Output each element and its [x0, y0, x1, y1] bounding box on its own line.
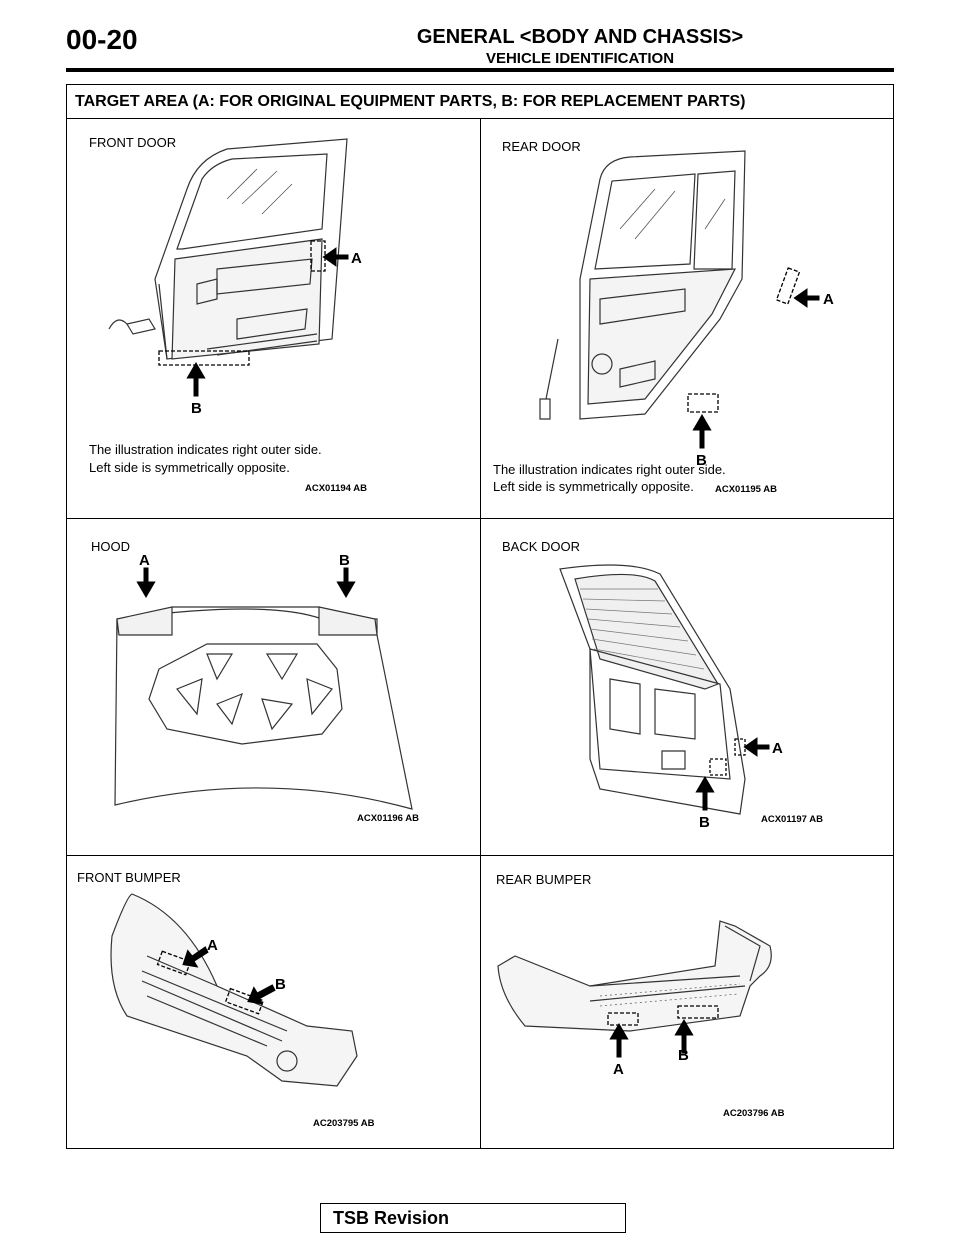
figure-code: AC203795 AB — [313, 1118, 375, 1129]
marker-b: B — [699, 814, 710, 831]
cell-front-bumper: FRONT BUMPER A B AC203795 AB — [67, 856, 480, 1149]
marker-b: B — [339, 552, 350, 569]
note-line-1: The illustration indicates right outer s… — [493, 462, 726, 477]
cell-label: REAR BUMPER — [496, 872, 592, 887]
section-title: GENERAL <BODY AND CHASSIS> — [416, 26, 744, 48]
marker-a: A — [772, 740, 783, 757]
target-area-table: TARGET AREA (A: FOR ORIGINAL EQUIPMENT P… — [66, 84, 894, 1149]
figure-code: ACX01196 AB — [357, 813, 419, 824]
cell-label: FRONT DOOR — [89, 135, 177, 150]
note-line-2: Left side is symmetrically opposite. — [89, 460, 290, 475]
table-heading: TARGET AREA (A: FOR ORIGINAL EQUIPMENT P… — [67, 85, 893, 119]
rear-bumper-illustration: A B — [497, 920, 772, 1078]
figure-code: AC203796 AB — [723, 1108, 785, 1119]
cell-front-door: FRONT DOOR A — [67, 119, 480, 518]
marker-a: A — [139, 552, 150, 569]
note-line-2: Left side is symmetrically opposite. — [493, 479, 694, 494]
cell-rear-door: REAR DOOR A B The i — [480, 119, 893, 518]
hood-illustration: A B — [114, 552, 413, 810]
cell-rear-bumper: REAR BUMPER A B AC203796 AB — [480, 856, 893, 1149]
back-door-illustration: A B — [559, 564, 783, 831]
cell-label: HOOD — [91, 539, 130, 554]
cell-label: FRONT BUMPER — [77, 870, 181, 885]
marker-a: A — [613, 1061, 624, 1078]
row-divider — [67, 855, 893, 856]
cell-label: REAR DOOR — [502, 139, 581, 154]
marker-b: B — [678, 1047, 689, 1064]
figure-code: ACX01195 AB — [715, 484, 777, 495]
header-rule — [66, 68, 894, 72]
marker-b: B — [696, 452, 707, 469]
marker-b: B — [191, 400, 202, 417]
marker-a: A — [351, 250, 362, 267]
cell-label: BACK DOOR — [502, 539, 581, 554]
tsb-revision-box: TSB Revision — [320, 1203, 626, 1233]
cell-hood: HOOD A B ACX01196 AB — [67, 519, 480, 855]
marker-b: B — [275, 976, 286, 993]
front-bumper-illustration: A B — [110, 893, 358, 1087]
figure-code: ACX01197 AB — [761, 814, 823, 825]
rear-door-illustration: A B — [539, 150, 834, 469]
front-door-illustration: A B — [108, 138, 362, 417]
marker-a: A — [823, 291, 834, 308]
section-subtitle: VEHICLE IDENTIFICATION — [485, 50, 675, 67]
page-number: 00-20 — [66, 24, 138, 55]
cell-back-door: BACK DOOR A B ACX01197 AB — [480, 519, 893, 855]
note-line-1: The illustration indicates right outer s… — [89, 442, 322, 457]
column-divider — [480, 119, 481, 1149]
figure-code: ACX01194 AB — [305, 483, 367, 494]
marker-a: A — [207, 937, 218, 954]
row-divider — [67, 518, 893, 519]
